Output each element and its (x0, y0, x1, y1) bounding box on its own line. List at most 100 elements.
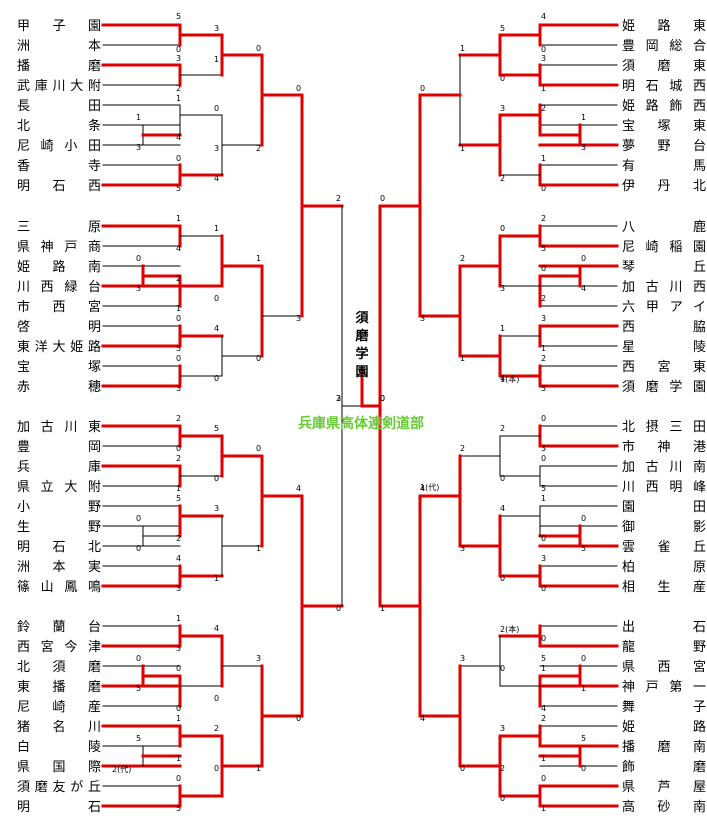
match-score: 5 (500, 24, 505, 33)
match-score: 3 (136, 143, 141, 152)
match-score: 1 (176, 614, 181, 623)
left-team-name: 香寺 (17, 159, 101, 174)
left-team-name: 白陵 (17, 739, 101, 755)
left-team-name: 県神戸商 (17, 240, 101, 255)
match-score: 1 (460, 354, 465, 363)
match-score: 0 (581, 654, 586, 663)
match-score: 3 (581, 143, 586, 152)
match-score: 2 (176, 454, 181, 463)
match-score: 4 (420, 484, 425, 493)
match-score: 4 (420, 714, 425, 723)
match-score: 2 (541, 104, 546, 113)
match-score: 0 (541, 774, 546, 783)
right-team-name: 姫路東 (622, 18, 706, 34)
match-score: 4 (176, 554, 181, 563)
left-team-name: 姫路南 (17, 259, 101, 275)
match-score: 0 (176, 444, 181, 453)
match-score: 1 (256, 764, 261, 773)
right-team-name: 飾磨 (622, 760, 706, 775)
match-score: 5 (541, 654, 546, 663)
right-team-name: 姫路 (622, 719, 706, 735)
right-team-name: 北摂三田 (622, 419, 706, 435)
match-score-special: 1(代) (420, 482, 439, 492)
match-score: 3 (500, 104, 505, 113)
match-score: 5 (176, 804, 181, 813)
match-score: 0 (500, 74, 505, 83)
left-team-name: 豊岡 (17, 440, 101, 455)
match-score: 5 (541, 244, 546, 253)
match-score: 2 (541, 714, 546, 723)
match-score: 1 (541, 494, 546, 503)
match-score: 1 (214, 55, 219, 64)
match-score: 5 (176, 12, 181, 21)
right-team-name: 相生産 (622, 579, 706, 595)
match-score: 3 (541, 444, 546, 453)
match-score: 5 (541, 484, 546, 493)
match-score: 1 (214, 574, 219, 583)
match-score: 2 (541, 294, 546, 303)
match-score: 0 (256, 444, 261, 453)
right-team-name: 市神港 (622, 439, 706, 455)
match-score: 0 (176, 704, 181, 713)
match-score: 1 (541, 664, 546, 673)
match-score: 1 (176, 714, 181, 723)
match-score: 2 (460, 254, 465, 263)
left-team-name: 県立大附 (17, 480, 101, 495)
match-score: 0 (500, 474, 505, 483)
right-team-name: 園田 (622, 500, 706, 515)
right-team-name: 県芦屋 (622, 780, 706, 795)
match-score: 5 (176, 184, 181, 193)
match-score: 4 (581, 284, 586, 293)
match-score: 3 (541, 54, 546, 63)
match-score: 3 (500, 284, 505, 293)
match-score: 1 (581, 113, 586, 122)
right-team-name: 八鹿 (622, 219, 706, 235)
right-team-name: 尼崎稲園 (622, 240, 706, 255)
left-team-name: 武庫川大附 (17, 79, 101, 94)
match-score: 4 (214, 624, 219, 633)
left-team-name: 西宮今津 (17, 639, 101, 655)
left-team-name: 東播磨 (17, 679, 101, 695)
match-score: 0 (214, 374, 219, 383)
left-team-name: 明石西 (17, 179, 101, 194)
match-score: 3 (336, 394, 341, 403)
match-score: 0 (136, 254, 141, 263)
match-score: 0 (336, 604, 341, 613)
match-score: 0 (541, 634, 546, 643)
match-score: 1 (460, 144, 465, 153)
match-score: 1 (256, 544, 261, 553)
left-team-name: 小野 (17, 500, 101, 515)
match-score: 0 (541, 414, 546, 423)
match-score: 2 (176, 274, 181, 283)
match-score: 5 (214, 424, 219, 433)
left-team-name: 兵庫 (17, 460, 101, 475)
match-score: 1 (541, 804, 546, 813)
match-score: 3 (296, 314, 301, 323)
match-score: 0 (581, 254, 586, 263)
match-score: 0 (176, 314, 181, 323)
left-team-name: 宝塚 (17, 360, 101, 375)
right-team-name: 宝塚東 (622, 118, 706, 134)
right-team-name: 明石城西 (622, 79, 706, 94)
right-team-name: 豊岡総合 (622, 39, 706, 54)
match-score: 2 (176, 84, 181, 93)
match-score: 0 (256, 44, 261, 53)
match-score: 0 (136, 514, 141, 523)
match-score: 5 (176, 344, 181, 353)
left-team-name: 生野 (17, 520, 101, 535)
left-team-name: 尼崎産 (17, 699, 101, 715)
match-score: 2 (336, 394, 341, 403)
match-score: 5 (136, 734, 141, 743)
match-score: 0 (541, 584, 546, 593)
match-score: 0 (176, 154, 181, 163)
match-score: 3 (176, 384, 181, 393)
match-score: 0 (176, 45, 181, 54)
left-team-name: 明石北 (17, 540, 101, 555)
right-team-name: 姫路飾西 (622, 98, 706, 114)
match-score: 2 (460, 444, 465, 453)
match-score: 3 (214, 144, 219, 153)
match-score: 1 (176, 754, 181, 763)
match-score: 0 (214, 104, 219, 113)
match-score: 2 (500, 424, 505, 433)
